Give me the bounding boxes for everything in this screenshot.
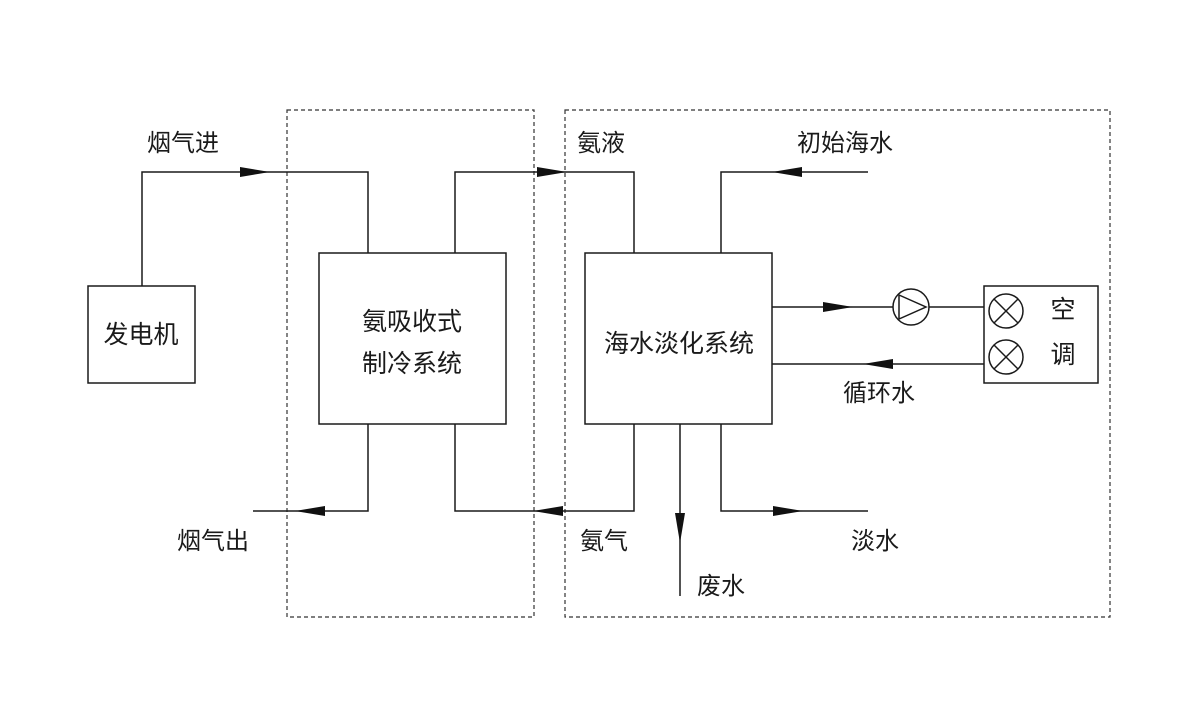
ammonia-gas-label: 氨气 xyxy=(580,527,628,555)
ac-lamp-icon-bottom xyxy=(988,339,1024,375)
fresh-water-line xyxy=(720,424,868,512)
ammonia-gas-arrow xyxy=(533,506,563,516)
flue-in-label: 烟气进 xyxy=(147,129,219,157)
absorption-label-line1: 氨吸收式 xyxy=(362,307,462,336)
generator-label: 发电机 xyxy=(103,320,178,349)
circulating-water-label: 循环水 xyxy=(843,379,915,407)
seawater-arrow xyxy=(772,167,802,177)
refrigeration-boundary xyxy=(286,109,535,618)
waste-water-arrow xyxy=(675,513,685,543)
circulating-water-arrow xyxy=(863,359,893,369)
fresh-water-label: 淡水 xyxy=(851,527,899,555)
waste-water-label: 废水 xyxy=(697,572,745,600)
flue-in-arrow xyxy=(240,167,270,177)
ac-lamp-icon-top xyxy=(988,293,1024,329)
flue-out-label: 烟气出 xyxy=(177,527,249,555)
absorption-refrigeration-box xyxy=(318,252,507,425)
ammonia-liquid-label: 氨液 xyxy=(577,129,625,157)
fresh-water-arrow xyxy=(773,506,803,516)
raw-seawater-label: 初始海水 xyxy=(797,129,893,157)
desalination-label: 海水淡化系统 xyxy=(604,329,754,358)
ac-label-line2: 调 xyxy=(1050,340,1075,369)
ammonia-gas-line xyxy=(454,424,635,512)
ammonia-liquid-arrow xyxy=(537,167,567,177)
flue-out-line xyxy=(253,424,369,512)
ammonia-liquid-line xyxy=(454,171,635,253)
pump-icon xyxy=(892,288,930,326)
absorption-label-line2: 制冷系统 xyxy=(362,349,462,378)
air-conditioner-box xyxy=(983,285,1099,384)
desalination-box xyxy=(584,252,773,425)
generator-box xyxy=(87,285,196,384)
ac-label-line1: 空 xyxy=(1050,295,1075,324)
desalination-boundary xyxy=(564,109,1111,618)
ac-supply-arrow xyxy=(823,302,853,312)
flue-out-arrow xyxy=(295,506,325,516)
seawater-line xyxy=(720,171,868,253)
